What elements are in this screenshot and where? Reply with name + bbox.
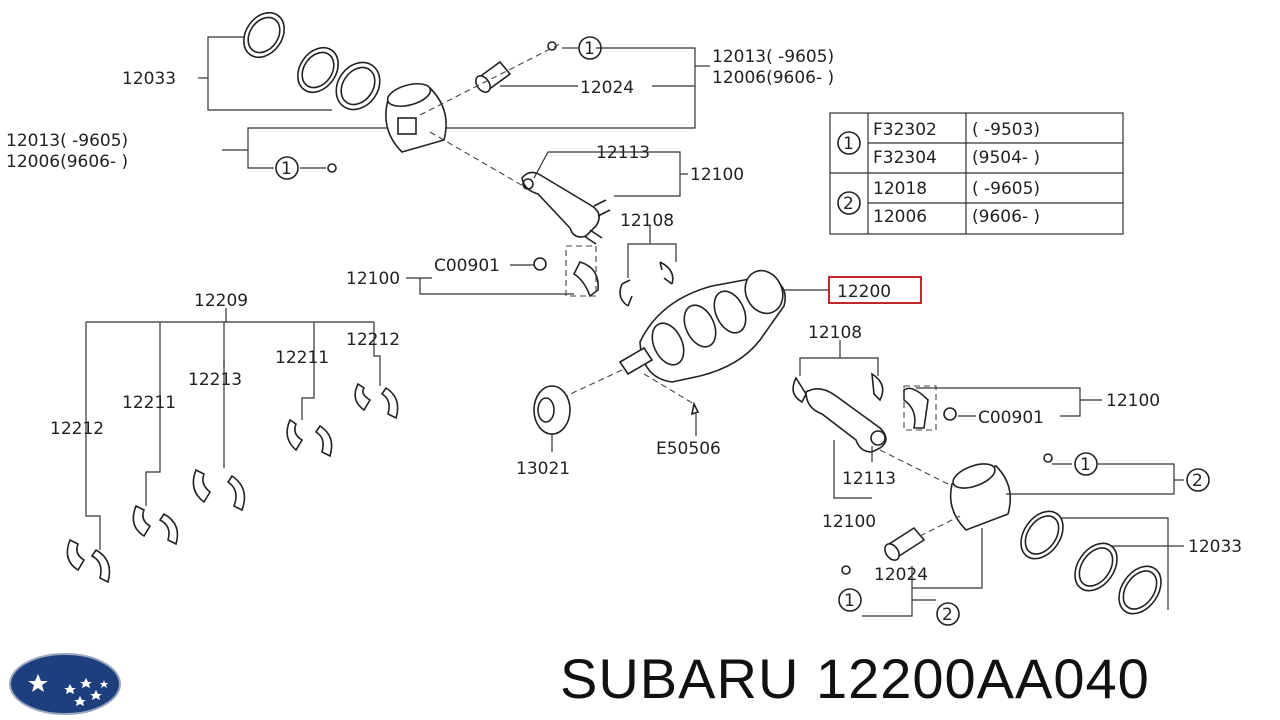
- rod-cap-left: [565, 245, 599, 298]
- callout-12200: 12200: [837, 282, 891, 302]
- piston-rings-lower: [1020, 510, 1162, 615]
- clip-upper-right: [547, 41, 557, 51]
- key-E50506: [690, 401, 700, 416]
- bearing-12108-upper: [619, 261, 674, 307]
- connecting-rod-upper: [521, 171, 611, 245]
- callout-12024-upper: 12024: [580, 78, 634, 98]
- nut-right: [943, 407, 957, 421]
- crankshaft: [618, 269, 786, 383]
- sprocket-13021: [533, 385, 571, 435]
- callout-12113-lower: 12113: [842, 469, 896, 489]
- ref-label-lower-a: 1: [1080, 455, 1091, 475]
- callout-12213: 12213: [188, 370, 242, 390]
- clip-lower-right: [1043, 453, 1053, 463]
- callout-12212-right: 12212: [346, 330, 400, 350]
- legend-range-4: (9606- ): [972, 207, 1040, 227]
- legend-range-2: (9504- ): [972, 148, 1040, 168]
- legend-range-3: ( -9605): [972, 179, 1040, 199]
- legend-ref-2: 2: [843, 194, 854, 214]
- callout-12100-left: 12100: [346, 269, 400, 289]
- legend-part-1: F32302: [873, 120, 937, 140]
- callout-12013-right: 12013( -9605): [712, 47, 834, 67]
- ref-label-upper-left: 1: [281, 159, 292, 179]
- ref-circle-lower-a: [1074, 452, 1098, 476]
- bearing-12108-lower: [792, 372, 884, 404]
- ref-circle-upper-left: [275, 156, 299, 180]
- crankshaft-highlight-box: [828, 276, 922, 304]
- rod-cap-right: [903, 385, 937, 431]
- callout-13021: 13021: [516, 459, 570, 479]
- piston-rings-upper: [243, 11, 381, 111]
- callout-12024-lower: 12024: [874, 565, 928, 585]
- legend-part-4: 12006: [873, 207, 927, 227]
- callout-12033-lower: 12033: [1188, 537, 1242, 557]
- bearing-shells: [66, 382, 399, 584]
- ref-circle-upper-right: [578, 36, 602, 60]
- callout-12006-right: 12006(9606- ): [712, 68, 834, 88]
- legend-range-1: ( -9503): [972, 120, 1040, 140]
- clip-upper-left: [327, 163, 337, 173]
- subaru-logo: [9, 653, 121, 715]
- piston-pin-lower: [884, 526, 926, 561]
- legend-table: [829, 112, 1124, 235]
- callout-12108-upper: 12108: [620, 211, 674, 231]
- piston-pin-upper: [475, 60, 512, 93]
- callout-12013-left: 12013( -9605): [6, 131, 128, 151]
- callout-12209: 12209: [194, 291, 248, 311]
- ref-circle-lower-b: [1186, 468, 1210, 492]
- callout-E50506: E50506: [656, 439, 721, 459]
- ref-label-lower-d: 2: [942, 605, 953, 625]
- legend-part-3: 12018: [873, 179, 927, 199]
- callout-C00901-right: C00901: [978, 408, 1044, 428]
- ref-label-upper-right: 1: [584, 39, 595, 59]
- callout-12100-right: 12100: [1106, 391, 1160, 411]
- callout-12108-lower: 12108: [808, 323, 862, 343]
- callout-12212-left: 12212: [50, 419, 104, 439]
- callout-12006-left: 12006(9606- ): [6, 152, 128, 172]
- nut-left: [533, 257, 547, 271]
- callout-12033-upper: 12033: [122, 69, 176, 89]
- product-caption: SUBARU 12200AA040: [560, 647, 1150, 710]
- callout-12211-right: 12211: [275, 348, 329, 368]
- piston-upper: [385, 82, 447, 153]
- callout-12211-left: 12211: [122, 393, 176, 413]
- ref-circle-lower-c: [838, 588, 862, 612]
- clip-lower-left: [841, 565, 851, 575]
- ref-circle-lower-d: [936, 602, 960, 626]
- piston-lower: [949, 463, 1012, 531]
- ref-label-lower-b: 2: [1192, 471, 1203, 491]
- callout-C00901-left: C00901: [434, 256, 500, 276]
- ref-label-lower-c: 1: [844, 591, 855, 611]
- legend-part-2: F32304: [873, 148, 937, 168]
- legend-ref-1: 1: [843, 134, 854, 154]
- callout-12100-lower: 12100: [822, 512, 876, 532]
- callout-12100-upper: 12100: [690, 165, 744, 185]
- bearing-set-tree: [85, 308, 381, 550]
- callout-12113-upper: 12113: [596, 143, 650, 163]
- connecting-rod-lower: [805, 388, 887, 453]
